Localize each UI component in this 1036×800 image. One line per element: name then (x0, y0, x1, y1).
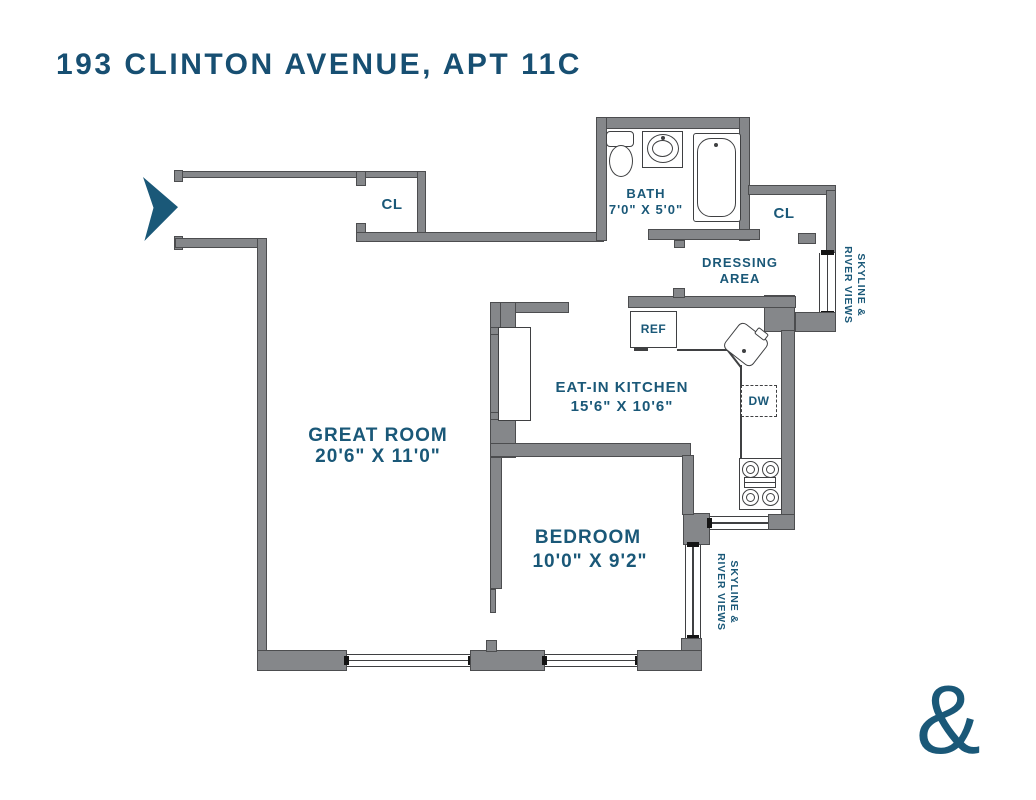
wall (257, 650, 347, 671)
kitchen-name: EAT-IN KITCHEN (555, 379, 689, 396)
wall (596, 117, 607, 241)
stove-burner (742, 489, 759, 506)
views-line1: SKYLINE & (855, 253, 867, 317)
wall (628, 296, 796, 308)
refrigerator: REF (630, 311, 677, 348)
window (710, 516, 770, 530)
window-cap (344, 656, 349, 665)
stove-burner (742, 461, 759, 478)
bath-dims: 7'0" X 5'0" (608, 202, 684, 217)
wall (417, 171, 426, 241)
great-room-dims: 20'6" X 11'0" (315, 446, 441, 467)
brand-ampersand-logo: & (916, 665, 981, 774)
kitchen-sink-faucet (742, 349, 746, 353)
wall (798, 233, 816, 244)
wall (795, 312, 836, 332)
wall (486, 640, 497, 652)
kitchen-pocket-door (498, 327, 531, 421)
hall-closet-label: CL (381, 196, 403, 213)
bedroom-dims: 10'0" X 9'2" (532, 551, 648, 572)
wall (648, 229, 760, 240)
wall (781, 330, 795, 516)
window (685, 545, 701, 638)
wall (490, 443, 691, 457)
bath-name: BATH (626, 186, 666, 201)
bedroom-name: BEDROOM (534, 527, 642, 548)
refrigerator-label: REF (640, 322, 667, 336)
counter-edge (677, 349, 729, 351)
wall (596, 117, 750, 129)
bath-sink-inner (652, 140, 673, 157)
stove-center-panel (744, 477, 776, 488)
window (347, 654, 470, 667)
bath-sink-faucet (661, 136, 665, 140)
views-line2: RIVER VIEWS (715, 553, 727, 631)
wall (490, 457, 502, 589)
wall (683, 513, 710, 545)
wall (356, 171, 366, 186)
window (545, 654, 637, 667)
stove-burner (762, 461, 779, 478)
window-cap (707, 518, 712, 528)
stove-burner (762, 489, 779, 506)
dressing-area-line1: DRESSING (702, 255, 778, 270)
wall (673, 288, 685, 298)
entry-arrow-icon (143, 177, 178, 241)
bathtub-inner (697, 138, 736, 217)
page-title: 193 CLINTON AVENUE, APT 11C (56, 48, 582, 81)
refrigerator-handle (634, 348, 648, 351)
wall (175, 171, 426, 178)
window-cap (687, 542, 699, 547)
wall (175, 238, 267, 248)
wall (674, 240, 685, 248)
great-room-name: GREAT ROOM (308, 425, 448, 446)
wall (257, 238, 267, 671)
dishwasher-label: DW (748, 394, 770, 408)
views-line2: RIVER VIEWS (842, 246, 854, 324)
wall (356, 232, 604, 242)
window (819, 253, 836, 313)
window-cap (821, 250, 834, 255)
window-cap (687, 635, 699, 640)
dressing-closet-label: CL (773, 205, 795, 222)
wall (490, 589, 496, 613)
wall (637, 650, 702, 671)
toilet-bowl (609, 145, 633, 177)
wall (682, 455, 694, 515)
kitchen-dims: 15'6" X 10'6" (570, 398, 674, 415)
wall (748, 185, 836, 195)
window-cap (542, 656, 547, 665)
views-line1: SKYLINE & (728, 560, 740, 624)
counter-edge (740, 365, 742, 458)
wall (174, 170, 183, 182)
stove-center-line (745, 482, 775, 484)
dishwasher: DW (741, 385, 777, 417)
wall (470, 650, 545, 671)
wall (768, 514, 795, 530)
wall (826, 190, 836, 253)
dressing-area-line2: AREA (719, 271, 761, 286)
views-label-dressing: SKYLINE & RIVER VIEWS (841, 246, 867, 324)
views-label-bedroom: SKYLINE & RIVER VIEWS (714, 553, 740, 631)
bathtub-faucet (714, 143, 718, 147)
